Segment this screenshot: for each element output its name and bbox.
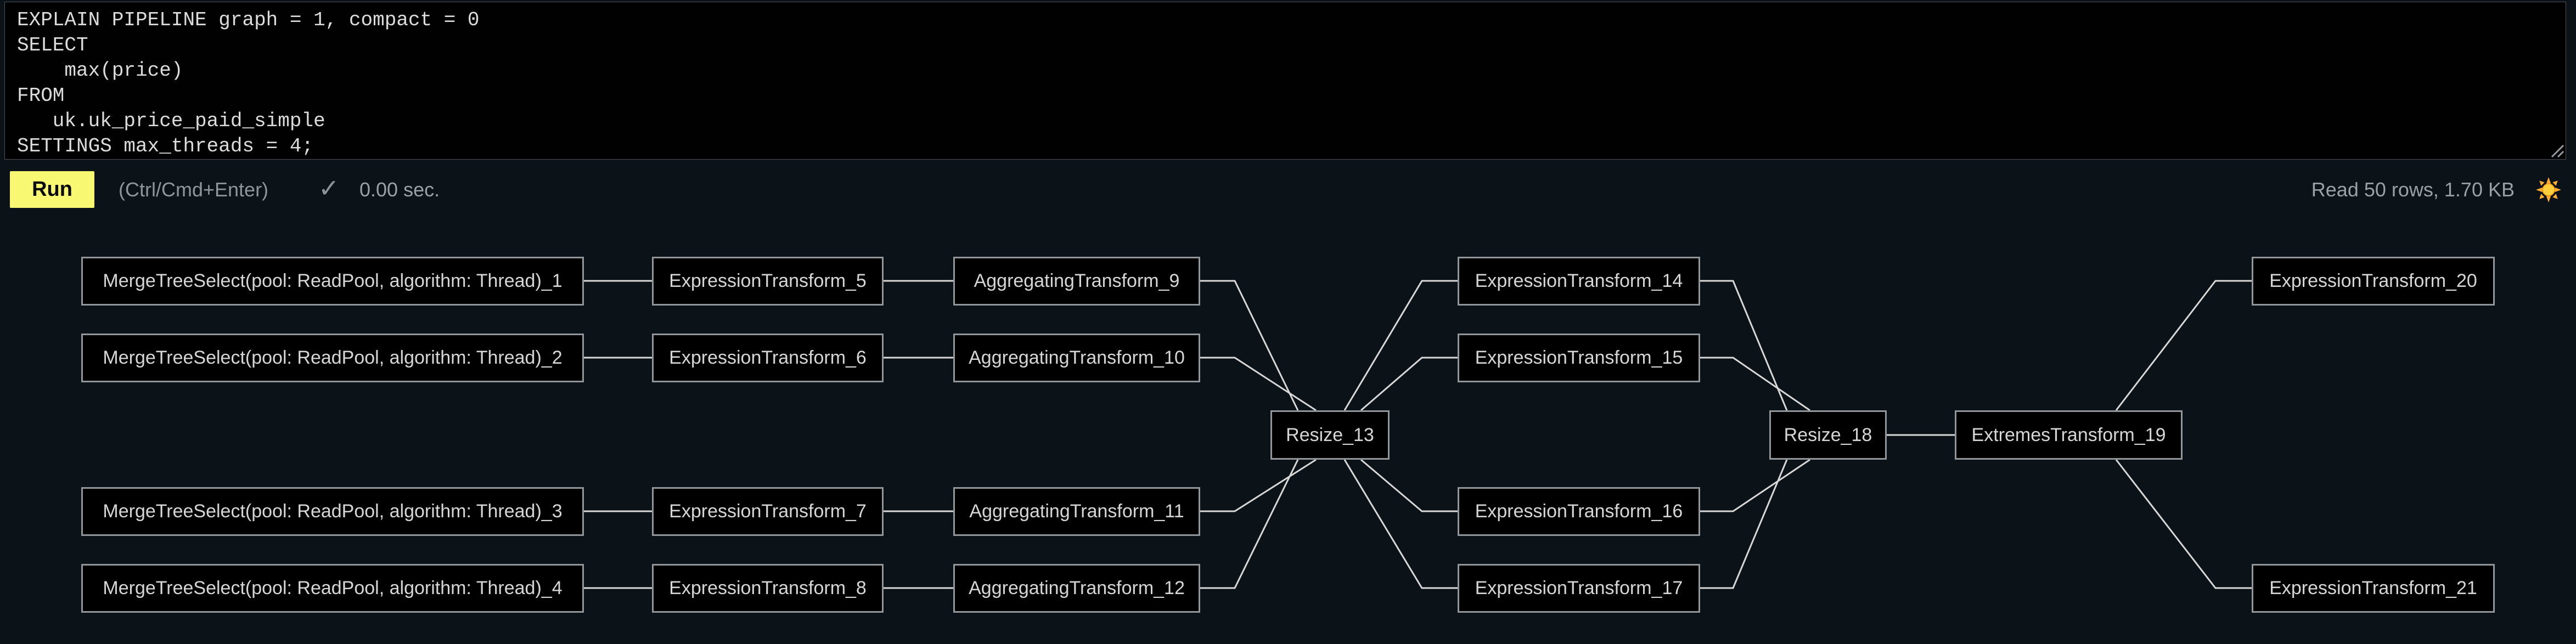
editor-resize-handle-icon[interactable] [2549, 142, 2564, 157]
pipeline-edge [1200, 280, 1299, 411]
pipeline-node-mergetreeselect-3: MergeTreeSelect(pool: ReadPool, algorith… [81, 487, 584, 536]
pipeline-node-expressiontransform-8: ExpressionTransform_8 [652, 564, 884, 613]
pipeline-node-resize-18: Resize_18 [1769, 410, 1887, 460]
query-stats: Read 50 rows, 1.70 KB [2311, 171, 2562, 208]
pipeline-node-expressiontransform-6: ExpressionTransform_6 [652, 334, 884, 382]
run-button[interactable]: Run [10, 171, 94, 208]
elapsed-time: 0.00 sec. [359, 178, 440, 201]
pipeline-edge [1200, 459, 1299, 589]
pipeline-edge [1360, 459, 1458, 512]
pipeline-node-expressiontransform-14: ExpressionTransform_14 [1458, 257, 1700, 306]
pipeline-node-aggregatingtransform-10: AggregatingTransform_10 [953, 334, 1200, 382]
pipeline-edge [2115, 280, 2252, 411]
theme-toggle-sun-icon[interactable] [2535, 177, 2562, 203]
pipeline-edge [1343, 280, 1458, 411]
pipeline-node-mergetreeselect-4: MergeTreeSelect(pool: ReadPool, algorith… [81, 564, 584, 613]
pipeline-node-expressiontransform-17: ExpressionTransform_17 [1458, 564, 1700, 613]
pipeline-node-aggregatingtransform-11: AggregatingTransform_11 [953, 487, 1200, 536]
pipeline-edge [2115, 459, 2252, 589]
pipeline-edge [1360, 357, 1458, 411]
pipeline-edge [1700, 459, 1810, 512]
pipeline-node-aggregatingtransform-9: AggregatingTransform_9 [953, 257, 1200, 306]
pipeline-edge [1700, 357, 1810, 411]
pipeline-edge [1200, 459, 1317, 512]
pipeline-node-expressiontransform-7: ExpressionTransform_7 [652, 487, 884, 536]
pipeline-node-expressiontransform-21: ExpressionTransform_21 [2252, 564, 2495, 613]
pipeline-edge [1700, 280, 1788, 411]
pipeline-edge [1343, 459, 1458, 589]
read-stats-text: Read 50 rows, 1.70 KB [2311, 178, 2515, 201]
pipeline-node-mergetreeselect-1: MergeTreeSelect(pool: ReadPool, algorith… [81, 257, 584, 306]
pipeline-edge [1700, 459, 1788, 589]
pipeline-node-extremestransform-19: ExtremesTransform_19 [1955, 410, 2183, 460]
pipeline-node-resize-13: Resize_13 [1270, 410, 1390, 460]
pipeline-node-aggregatingtransform-12: AggregatingTransform_12 [953, 564, 1200, 613]
pipeline-edge [1200, 357, 1317, 411]
pipeline-node-expressiontransform-16: ExpressionTransform_16 [1458, 487, 1700, 536]
sql-editor[interactable]: EXPLAIN PIPELINE graph = 1, compact = 0 … [4, 2, 2566, 160]
pipeline-node-expressiontransform-15: ExpressionTransform_15 [1458, 334, 1700, 382]
pipeline-node-mergetreeselect-2: MergeTreeSelect(pool: ReadPool, algorith… [81, 334, 584, 382]
pipeline-node-expressiontransform-20: ExpressionTransform_20 [2252, 257, 2495, 306]
sql-code-text: EXPLAIN PIPELINE graph = 1, compact = 0 … [17, 9, 480, 157]
shortcut-hint: (Ctrl/Cmd+Enter) [119, 178, 269, 201]
success-check-icon: ✓ [318, 174, 340, 202]
pipeline-node-expressiontransform-5: ExpressionTransform_5 [652, 257, 884, 306]
